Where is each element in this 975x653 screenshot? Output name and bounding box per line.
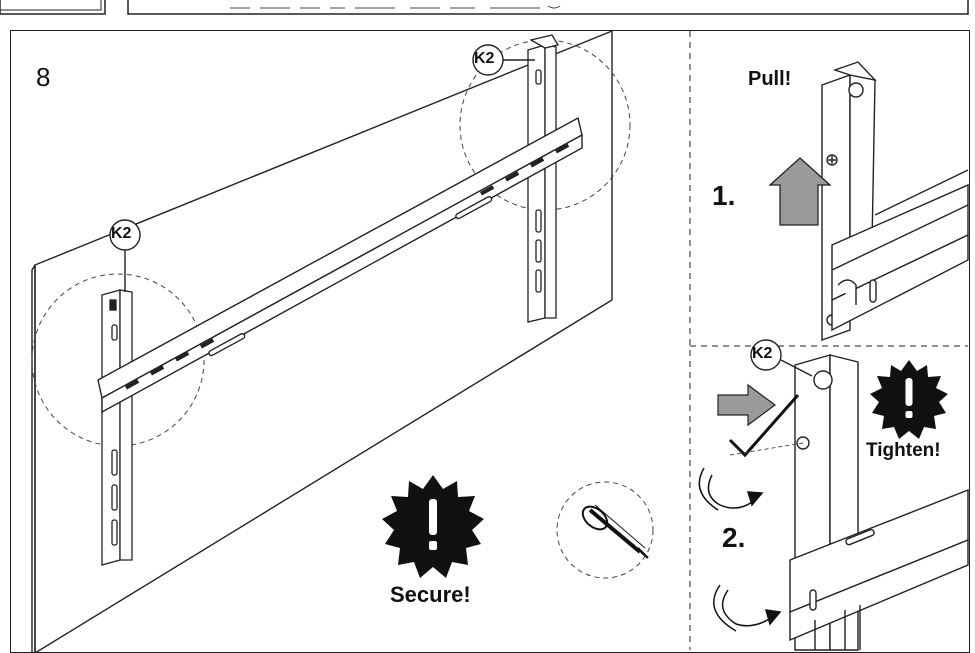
secure-label: Secure! [390,582,471,607]
k2-callout-top [472,44,535,76]
detail-circle-left [31,273,205,447]
rotate-arrow-icon-upper [698,467,764,511]
allen-key-icon [728,394,800,458]
right-vertical-bracket [527,34,560,323]
left-vertical-bracket [101,289,133,566]
k2-callout-tighten [750,339,813,377]
step-number: 8 [36,62,51,92]
push-arrow-icon [717,383,777,427]
tighten-label: Tighten! [866,440,941,461]
pull-detail-bracket [821,61,969,341]
k2-callout-left [109,219,141,292]
previous-step-strip [0,0,969,15]
step-one-label: 1. [712,180,736,211]
alignment-guide [729,442,804,456]
tighten-detail-bracket [789,354,969,651]
step-two-label: 2. [722,522,746,553]
warning-tighten-icon [870,360,948,439]
detail-circle-cable-tie [556,481,654,579]
warning-secure-icon [382,475,484,578]
up-arrow-icon [768,157,832,226]
k2-label-tighten: K2 [752,345,773,362]
cable-tie-icon [581,504,649,559]
k2-label-top: K2 [474,50,495,67]
pull-label: Pull! [748,68,792,90]
horizontal-rail [97,116,583,414]
rotate-arrow-icon-lower [713,584,782,632]
k2-label-left: K2 [111,225,132,242]
